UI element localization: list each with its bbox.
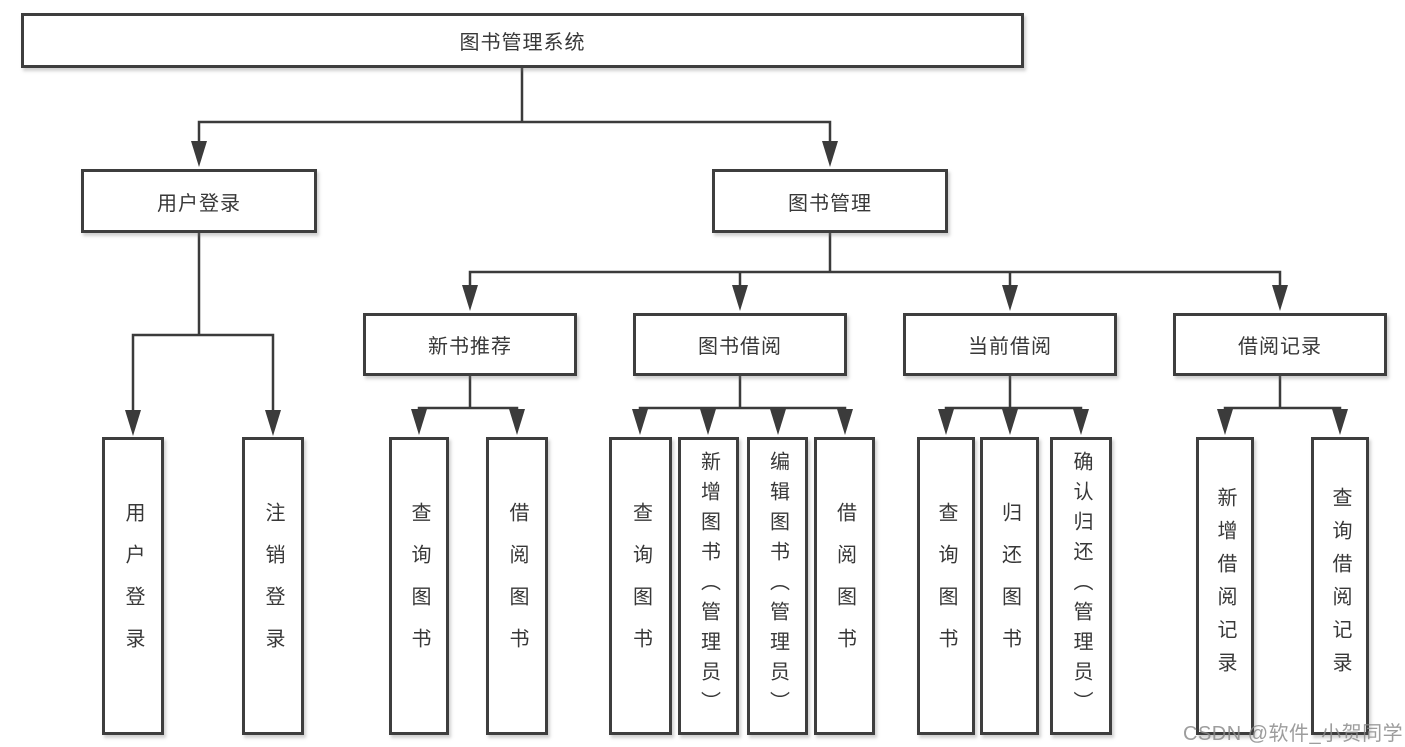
leaf-edit-books-admin: 编辑图书（管理员） bbox=[747, 437, 808, 735]
node-current-borrowing: 当前借阅 bbox=[903, 313, 1117, 376]
node-library-management-system: 图书管理系统 bbox=[21, 13, 1024, 68]
leaf-query-books-borrowing: 查询图书 bbox=[609, 437, 672, 735]
leaf-confirm-return-admin: 确认归还（管理员） bbox=[1050, 437, 1112, 735]
leaf-add-borrow-record: 新增借阅记录 bbox=[1196, 437, 1254, 735]
leaf-query-books-recommend: 查询图书 bbox=[389, 437, 449, 735]
node-book-management: 图书管理 bbox=[712, 169, 948, 233]
node-user-login: 用户登录 bbox=[81, 169, 317, 233]
node-new-book-recommend: 新书推荐 bbox=[363, 313, 577, 376]
leaf-query-borrow-record: 查询借阅记录 bbox=[1311, 437, 1369, 735]
arrowheads bbox=[125, 141, 1348, 436]
leaf-add-books-admin: 新增图书（管理员） bbox=[678, 437, 739, 735]
node-borrowing-records: 借阅记录 bbox=[1173, 313, 1387, 376]
leaf-query-books-current: 查询图书 bbox=[917, 437, 975, 735]
leaf-user-login: 用户登录 bbox=[102, 437, 164, 735]
leaf-return-books: 归还图书 bbox=[980, 437, 1039, 735]
csdn-watermark: CSDN @软件_小贺同学 bbox=[1183, 723, 1404, 745]
node-book-borrowing: 图书借阅 bbox=[633, 313, 847, 376]
leaf-logout: 注销登录 bbox=[242, 437, 304, 735]
leaf-borrow-books-borrowing: 借阅图书 bbox=[814, 437, 875, 735]
leaf-borrow-books-recommend: 借阅图书 bbox=[486, 437, 548, 735]
